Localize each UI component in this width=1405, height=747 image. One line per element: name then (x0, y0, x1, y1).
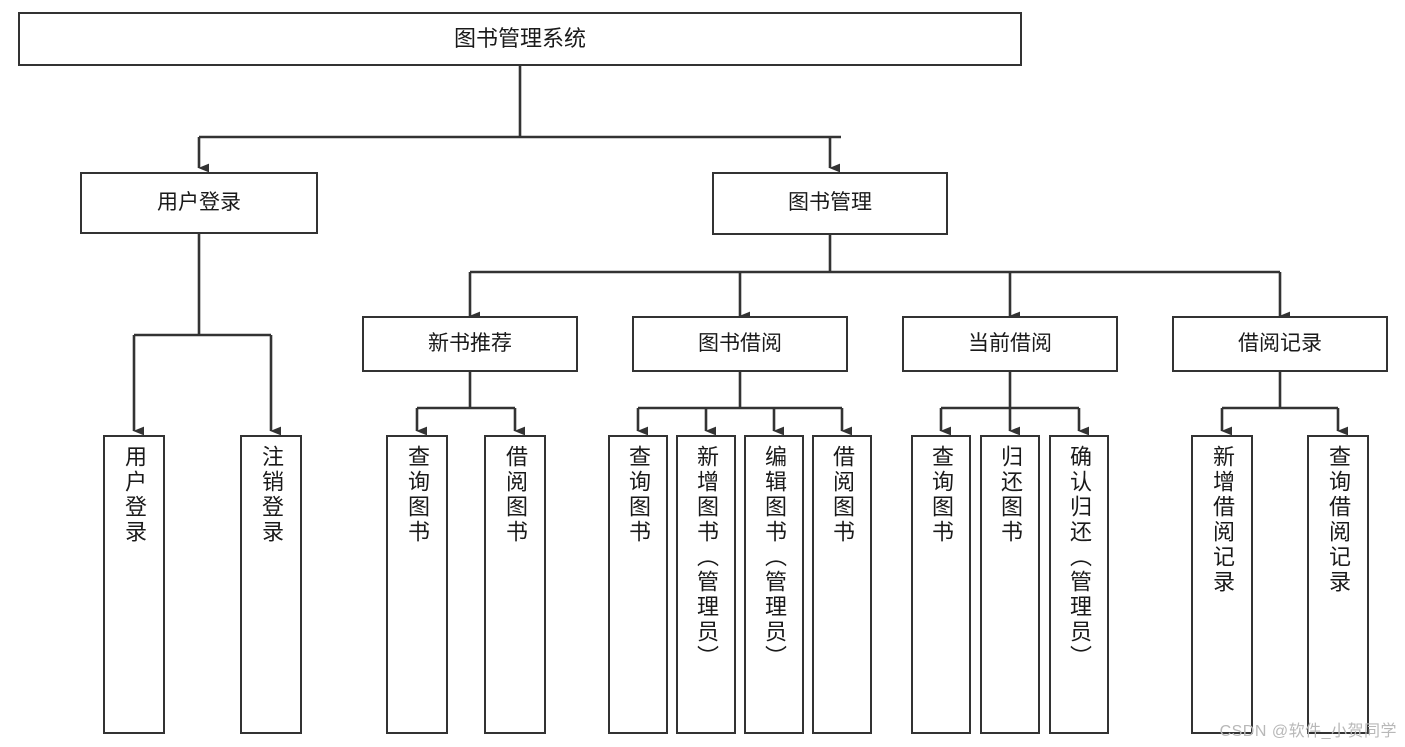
node-leaf-query-book-current[interactable]: 查询图书 (911, 435, 971, 734)
node-current-borrow[interactable]: 当前借阅 (902, 316, 1118, 372)
node-label: 图书借阅 (698, 331, 782, 355)
node-new-book-recommend[interactable]: 新书推荐 (362, 316, 578, 372)
node-book-borrow[interactable]: 图书借阅 (632, 316, 848, 372)
node-label: 新书推荐 (428, 331, 512, 355)
node-label: 用户登录 (157, 190, 241, 214)
node-label: 归还图书 (998, 445, 1023, 545)
node-leaf-query-book-recommend[interactable]: 查询图书 (386, 435, 448, 734)
node-book-management[interactable]: 图书管理 (712, 172, 948, 235)
node-label: 新增图书（管理员） (694, 445, 719, 670)
node-label: 当前借阅 (968, 331, 1052, 355)
node-leaf-borrow-book-borrow[interactable]: 借阅图书 (812, 435, 872, 734)
node-label: 编辑图书（管理员） (762, 445, 787, 670)
node-leaf-borrow-book-recommend[interactable]: 借阅图书 (484, 435, 546, 734)
node-root-book-management-system[interactable]: 图书管理系统 (18, 12, 1022, 66)
node-borrow-record[interactable]: 借阅记录 (1172, 316, 1388, 372)
node-leaf-add-book-admin[interactable]: 新增图书（管理员） (676, 435, 736, 734)
node-leaf-add-borrow-record[interactable]: 新增借阅记录 (1191, 435, 1253, 734)
node-label: 注销登录 (259, 445, 284, 545)
csdn-watermark: CSDN @软件_小贺同学 (1219, 723, 1397, 740)
node-leaf-return-book[interactable]: 归还图书 (980, 435, 1040, 734)
node-label: 确认归还（管理员） (1067, 445, 1092, 670)
node-leaf-edit-book-admin[interactable]: 编辑图书（管理员） (744, 435, 804, 734)
node-label: 查询借阅记录 (1326, 445, 1351, 595)
node-leaf-confirm-return-admin[interactable]: 确认归还（管理员） (1049, 435, 1109, 734)
node-label: 新增借阅记录 (1210, 445, 1235, 595)
node-label: 查询图书 (405, 445, 430, 545)
node-leaf-user-login[interactable]: 用户登录 (103, 435, 165, 734)
node-label: 图书管理 (788, 191, 872, 215)
node-label: 查询图书 (929, 445, 954, 545)
node-label: 借阅图书 (830, 445, 855, 545)
node-label: 借阅记录 (1238, 331, 1322, 355)
node-label: 借阅图书 (503, 445, 528, 545)
node-label: 图书管理系统 (453, 26, 586, 52)
node-leaf-logout-login[interactable]: 注销登录 (240, 435, 302, 734)
node-leaf-query-book-borrow[interactable]: 查询图书 (608, 435, 668, 734)
node-user-login[interactable]: 用户登录 (80, 172, 318, 234)
node-label: 查询图书 (626, 445, 651, 545)
node-leaf-query-borrow-record[interactable]: 查询借阅记录 (1307, 435, 1369, 734)
node-label: 用户登录 (122, 445, 147, 545)
